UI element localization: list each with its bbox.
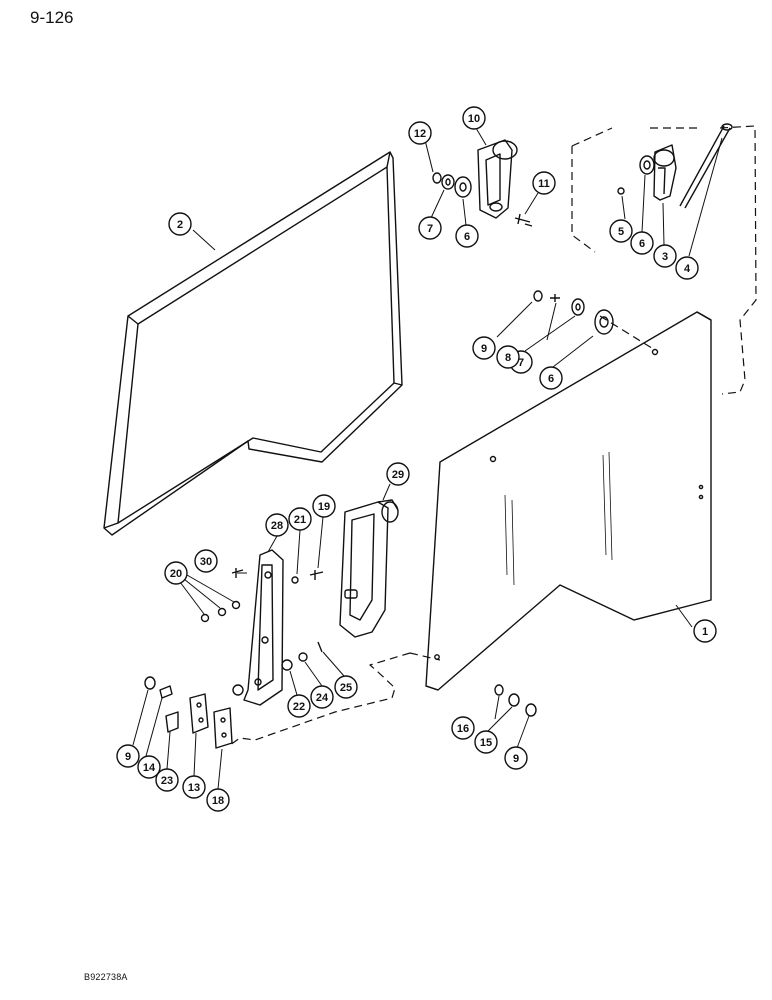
callout-7-a-label: 7 xyxy=(427,223,433,235)
hinge-pin xyxy=(679,123,733,209)
callout-6-a-label: 6 xyxy=(639,238,645,250)
page-number: 9-126 xyxy=(30,8,74,27)
callout-24: 24 xyxy=(310,685,334,709)
callout-15: 15 xyxy=(474,730,498,754)
callout-12: 12 xyxy=(408,121,432,145)
callout-2: 2 xyxy=(168,212,192,236)
drawing-id: B922738A xyxy=(84,972,128,982)
callout-1: 1 xyxy=(693,619,717,643)
callout-18: 18 xyxy=(206,788,230,812)
callouts: 1 2 3 4 5 6 6 6 7 7 8 9 9 9 10 11 12 13 … xyxy=(116,106,717,812)
callout-13: 13 xyxy=(182,775,206,799)
assembly-outline-lower xyxy=(229,652,441,746)
callout-6-b-label: 6 xyxy=(464,231,470,243)
callout-5-label: 5 xyxy=(618,226,624,238)
callout-29-label: 29 xyxy=(392,469,404,481)
callout-9-b: 9 xyxy=(116,744,140,768)
hardware xyxy=(144,155,655,733)
callout-5: 5 xyxy=(609,219,633,243)
callout-30-label: 30 xyxy=(200,556,212,568)
plate-18 xyxy=(213,707,233,749)
plate-13 xyxy=(189,693,209,734)
regulator-arm xyxy=(339,499,399,638)
callout-9-a: 9 xyxy=(472,336,496,360)
guide-channel xyxy=(243,549,284,706)
callout-29: 29 xyxy=(386,462,410,486)
callout-25: 25 xyxy=(334,675,358,699)
callout-11-label: 11 xyxy=(538,178,550,190)
callout-6-b: 6 xyxy=(455,224,479,248)
callout-6-c: 6 xyxy=(539,366,563,390)
callout-9-c-label: 9 xyxy=(513,753,519,765)
callout-20: 20 xyxy=(164,561,188,585)
callout-7-a: 7 xyxy=(418,216,442,240)
callout-16-label: 16 xyxy=(457,723,469,735)
callout-4-label: 4 xyxy=(684,263,691,275)
callout-19: 19 xyxy=(312,494,336,518)
callout-7-b-label: 7 xyxy=(518,357,524,369)
callout-28-label: 28 xyxy=(271,520,283,532)
callout-22-label: 22 xyxy=(293,701,305,713)
callout-23-label: 23 xyxy=(161,775,173,787)
callout-6-a: 6 xyxy=(630,231,654,255)
callout-11: 11 xyxy=(532,171,556,195)
callout-9-a-label: 9 xyxy=(481,343,487,355)
callout-8-label: 8 xyxy=(505,352,511,364)
callout-14-label: 14 xyxy=(143,762,156,774)
callout-12-label: 12 xyxy=(414,128,426,140)
callout-24-label: 24 xyxy=(316,692,329,704)
callout-22: 22 xyxy=(287,694,311,718)
callout-23: 23 xyxy=(155,768,179,792)
callout-19-label: 19 xyxy=(318,501,330,513)
callout-1-label: 1 xyxy=(702,626,708,638)
callout-14: 14 xyxy=(137,755,161,779)
callout-28: 28 xyxy=(265,513,289,537)
callout-6-c-label: 6 xyxy=(548,373,554,385)
callout-3: 3 xyxy=(653,244,677,268)
pivot-bracket xyxy=(477,139,518,219)
callout-4: 4 xyxy=(675,256,699,280)
callout-8: 8 xyxy=(496,345,520,369)
callout-15-label: 15 xyxy=(480,737,492,749)
leader-lines xyxy=(132,127,723,790)
assembly-outline-upper xyxy=(571,125,757,395)
callout-10-label: 10 xyxy=(468,113,480,125)
callout-25-label: 25 xyxy=(340,682,352,694)
callout-20-label: 20 xyxy=(170,568,182,580)
callout-13-label: 13 xyxy=(188,782,200,794)
callout-9-c: 9 xyxy=(504,746,528,770)
callout-9-b-label: 9 xyxy=(125,751,131,763)
glass-panel xyxy=(425,311,712,691)
callout-16: 16 xyxy=(451,716,475,740)
callout-21-label: 21 xyxy=(294,514,306,526)
callout-30: 30 xyxy=(194,549,218,573)
window-frame-seal xyxy=(103,151,403,536)
callout-10: 10 xyxy=(462,106,486,130)
callout-18-label: 18 xyxy=(212,795,224,807)
latch-bracket xyxy=(653,144,677,201)
callout-21: 21 xyxy=(288,507,312,531)
callout-2-label: 2 xyxy=(177,219,183,231)
callout-3-label: 3 xyxy=(662,251,668,263)
